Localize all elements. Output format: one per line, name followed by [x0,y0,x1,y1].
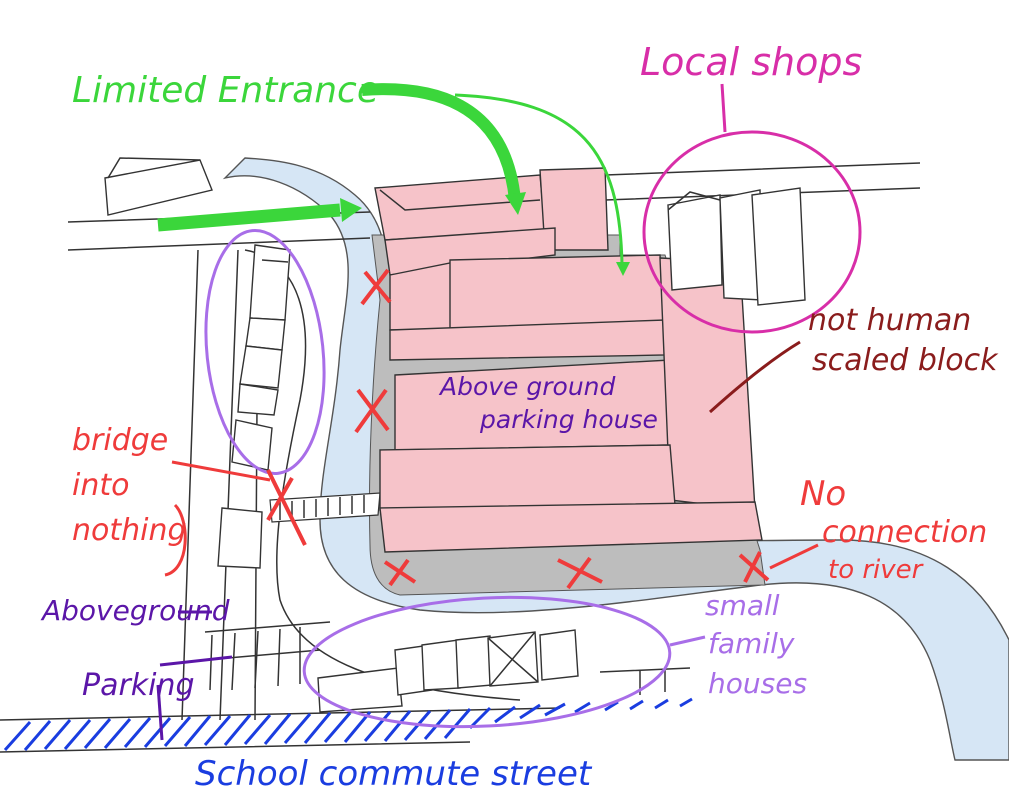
shops-leader [720,83,727,133]
river-leader [769,543,819,570]
parking-stripes [204,621,691,695]
label-no-connection-3: to river [828,555,925,585]
label-small-family-3: houses [708,667,807,700]
label-no-connection-1: No [800,474,846,514]
bridge-leader [164,460,271,577]
label-small-family-2: family [708,627,795,660]
label-bridge-1: bridge [72,423,168,458]
label-no-connection-2: connection [822,515,987,550]
small-houses-leader [669,635,706,647]
local-shops [667,187,806,306]
label-aboveground: Aboveground [40,594,230,627]
entrance-arrows [157,83,630,276]
row-houses-ellipse [204,229,326,475]
label-parking: Parking [82,668,195,703]
parking-leader [159,610,233,667]
label-parking-house-2: parking house [479,405,658,434]
parking-leader-down [156,684,164,741]
label-parking-house-1: Above ground [438,372,616,401]
small-houses [317,629,579,713]
label-small-family-1: small [705,589,780,622]
row-houses-left [217,244,291,569]
label-not-human-2: scaled block [812,343,999,378]
school-street-hatching [3,697,693,751]
small-houses-ellipse [302,595,672,729]
label-not-human-1: not human [808,303,971,338]
shops-circle [642,130,862,334]
label-local-shops: Local shops [640,40,862,84]
label-bridge-3: nothing [72,513,187,548]
large-block [374,167,763,553]
label-bridge-2: into [72,468,129,503]
label-school-street: School commute street [195,754,593,794]
bottom-street [0,707,561,753]
label-limited-entrance: Limited Entrance [72,70,379,111]
left-road [181,249,521,721]
house-top-left [104,157,213,216]
red-crosses [266,268,770,590]
block-leader [708,340,801,414]
